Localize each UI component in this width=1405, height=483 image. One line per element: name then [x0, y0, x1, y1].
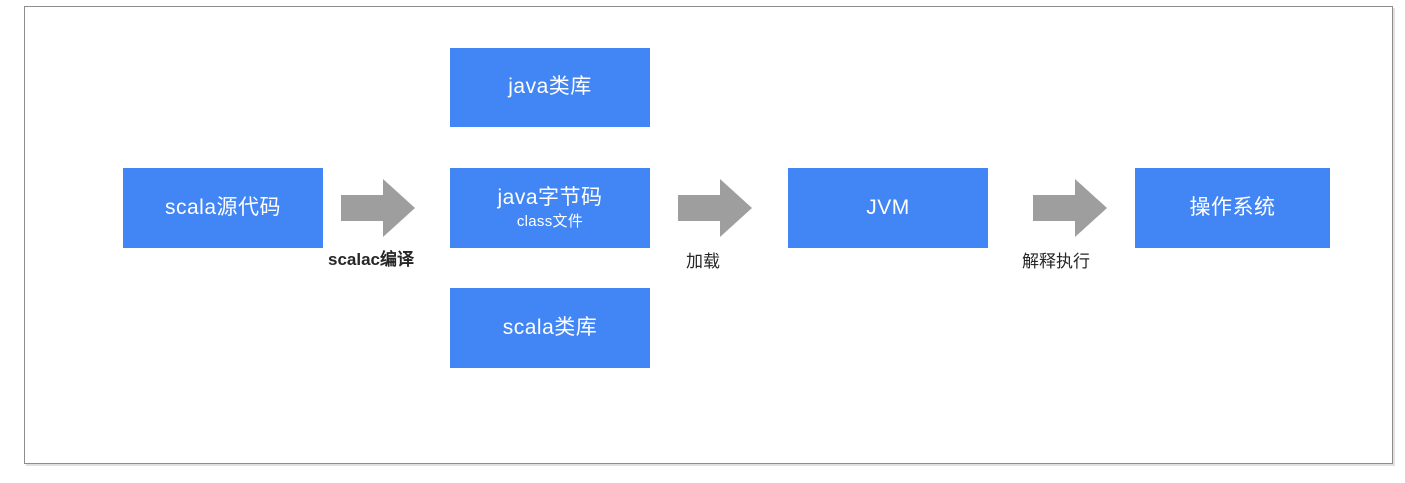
right-block-arrow-icon	[341, 177, 415, 239]
right-block-arrow-icon	[1033, 177, 1107, 239]
node-java-bytecode-label: java字节码	[497, 185, 603, 209]
node-jvm[interactable]: JVM	[788, 168, 988, 248]
node-scala-library-label: scala类库	[502, 315, 598, 339]
node-scala-library[interactable]: scala类库	[450, 288, 650, 368]
node-jvm-label: JVM	[866, 195, 910, 219]
diagram-frame: scala源代码 java类库 java字节码 class文件 scala类库 …	[24, 6, 1393, 464]
node-operating-system-label: 操作系统	[1189, 195, 1276, 219]
edge-label-interpret-execute: 解释执行	[1022, 252, 1090, 271]
node-java-bytecode[interactable]: java字节码 class文件	[450, 168, 650, 248]
node-scala-source-label: scala源代码	[164, 195, 282, 219]
node-scala-source[interactable]: scala源代码	[123, 168, 323, 248]
node-java-library-label: java类库	[508, 75, 592, 99]
edge-label-scalac-compile: scalac编译	[328, 250, 414, 269]
right-block-arrow-icon	[678, 177, 752, 239]
node-operating-system[interactable]: 操作系统	[1135, 168, 1330, 248]
node-java-bytecode-sublabel: class文件	[516, 212, 584, 230]
node-java-library[interactable]: java类库	[450, 48, 650, 127]
edge-label-load: 加载	[686, 252, 720, 271]
